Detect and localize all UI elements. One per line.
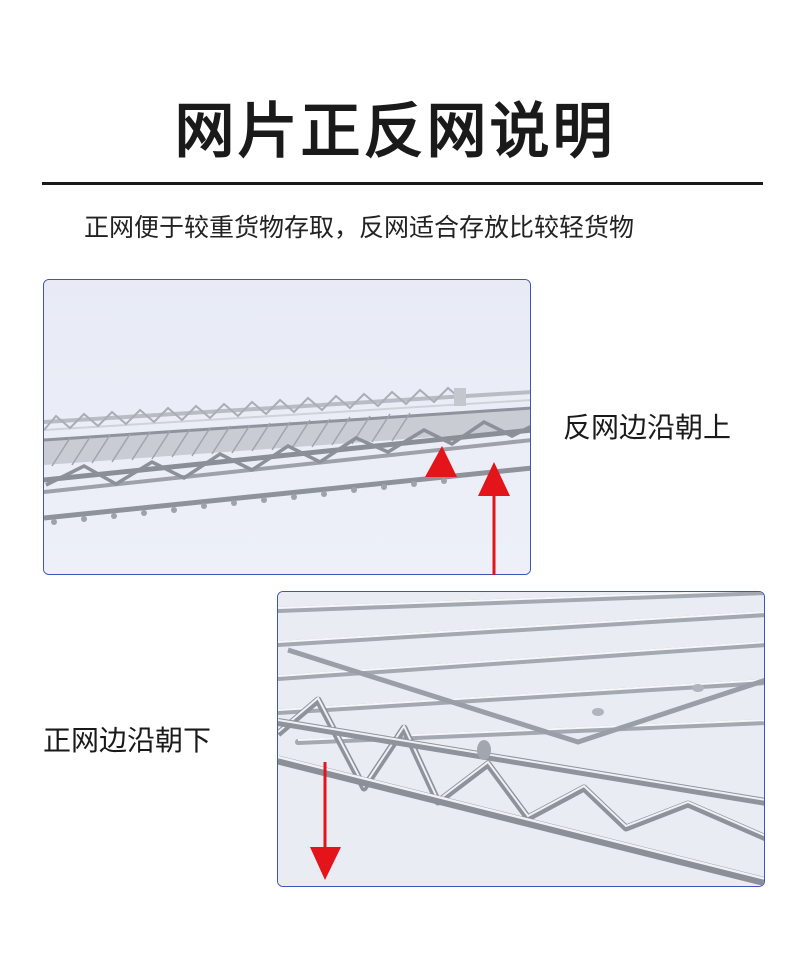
edge-up-label: 反网边沿朝上 [563, 411, 732, 444]
wire-shelf-edge-up-photo [43, 279, 531, 575]
title-divider [42, 182, 763, 185]
wire-shelf-edge-down-photo [277, 591, 765, 887]
edge-down-label: 正网边沿朝下 [43, 724, 212, 757]
page-title: 网片正反网说明 [174, 97, 616, 167]
page-subtitle: 正网便于较重货物存取，反网适合存放比较轻货物 [84, 213, 635, 242]
